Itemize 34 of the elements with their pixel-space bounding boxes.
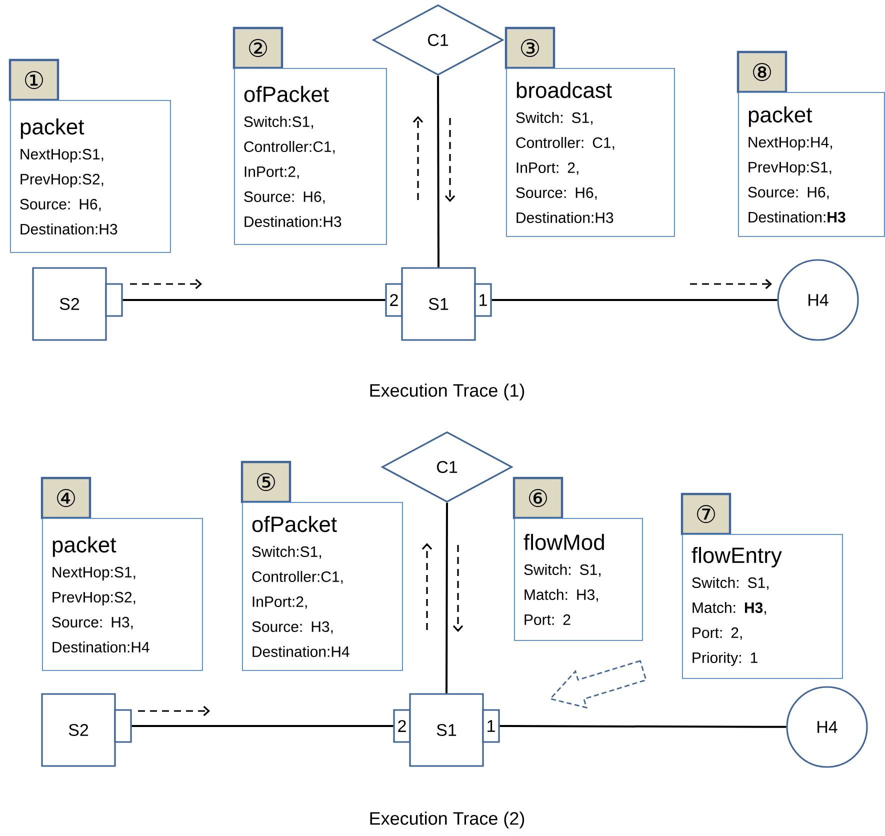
link-line bbox=[446, 502, 448, 694]
port-box bbox=[114, 709, 132, 743]
message-box: ofPacket Switch:S1, Controller:C1, InPort:2, Source: H6, Destination:H3 bbox=[234, 68, 387, 245]
caption: Execution Trace (1) bbox=[370, 384, 524, 400]
step-number: ⑦ bbox=[680, 492, 732, 536]
port-box bbox=[105, 283, 123, 317]
switch-box: S1 bbox=[401, 267, 476, 341]
switch-box: S2 bbox=[32, 267, 107, 341]
port-box: 1 bbox=[482, 709, 500, 743]
message-box: packet NextHop:S1, PrevHop:S2, Source: H3, Destination:H4 bbox=[42, 518, 203, 671]
port-box: 2 bbox=[393, 709, 411, 743]
link-line bbox=[500, 725, 786, 728]
link-line bbox=[437, 76, 440, 268]
switch-box: S1 bbox=[409, 693, 484, 767]
port-box: 1 bbox=[474, 283, 492, 317]
step-number: ④ bbox=[40, 476, 92, 520]
message-box: flowEntry Switch: S1, Match: H3, Port: 2, Priority: 1 bbox=[682, 534, 843, 679]
step-number: ⑥ bbox=[512, 476, 564, 520]
port-box: 2 bbox=[385, 283, 403, 317]
step-number: ⑧ bbox=[736, 50, 788, 94]
message-box: flowMod Switch: S1, Match: H3, Port: 2 bbox=[514, 518, 643, 641]
link-line bbox=[122, 299, 386, 301]
step-number: ① bbox=[8, 58, 60, 102]
message-box: packet NextHop:S1, PrevHop:S2, Source: H6, Destination:H3 bbox=[10, 100, 171, 253]
switch-box: S2 bbox=[41, 693, 116, 767]
step-number: ③ bbox=[504, 26, 556, 70]
message-box: ofPacket Switch:S1, Controller:C1, InPort:2, Source: H3, Destination:H4 bbox=[242, 502, 403, 671]
link-line bbox=[132, 725, 394, 727]
link-line bbox=[492, 299, 778, 301]
message-box: broadcast Switch: S1, Controller: C1, InPort: 2, Source: H6, Destination:H3 bbox=[506, 68, 675, 237]
message-box: packet NextHop:H4, PrevHop:S1, Source: H6, Destination:H3 bbox=[738, 92, 885, 237]
caption: Execution Trace (2) bbox=[370, 812, 524, 828]
step-number: ② bbox=[232, 26, 284, 70]
step-number: ⑤ bbox=[240, 460, 292, 504]
